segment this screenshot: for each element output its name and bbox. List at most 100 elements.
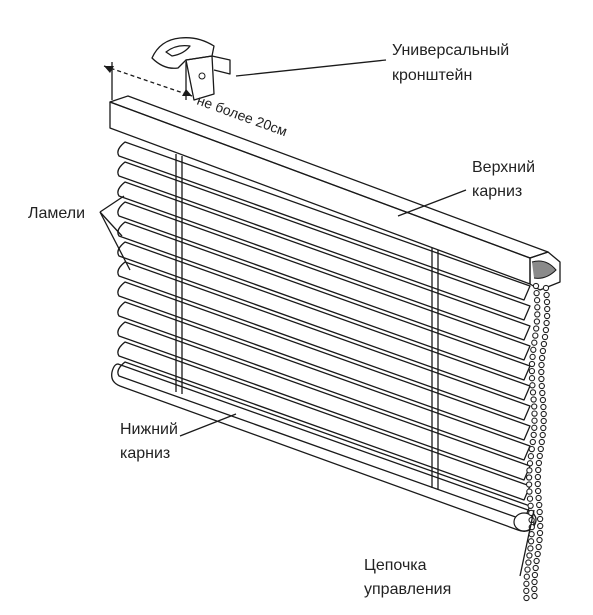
chain-bead [526,460,534,467]
chain-bead [539,347,547,355]
chain-bead [523,594,530,602]
chain-bead [531,424,538,431]
slat [117,201,531,361]
chain-bead [540,403,547,411]
chain-bead [528,360,536,368]
chain-bead [527,545,534,552]
chain-bead [531,410,538,417]
chain-bead [534,487,542,495]
slat [117,321,531,481]
bottom-rail-label-line2: карниз [120,445,170,462]
bracket-label-line2: кронштейн [392,67,472,84]
ladder-cords [175,154,439,490]
dimension-marker [103,62,193,100]
chain-bead [536,529,544,537]
chain-bead [532,282,540,290]
chain-bead [526,495,534,502]
chain-bead [523,587,530,595]
chain-bead [528,367,536,375]
chain-bead [539,431,546,439]
chain-bead [535,459,543,467]
chain-bead [542,284,550,292]
chain-bead [535,543,542,551]
chain-bead [538,375,545,383]
chain-bead [538,368,545,376]
chain-bead [525,481,533,488]
chain-bead [526,488,533,495]
chain-bead [531,417,538,424]
chain-bead [534,473,542,481]
chain-bead [531,578,538,586]
chain-bead [530,431,537,439]
chain-bead [534,304,541,311]
chain-bead [531,585,538,593]
chain-bead [531,571,539,579]
chain-bead [523,573,530,580]
chain-bead [543,298,551,306]
top-rail [109,95,561,291]
chain-bead [529,353,536,361]
chain-bead [534,311,541,318]
chain-bead [542,326,550,334]
chain-bead [531,403,538,410]
chain-bead [536,536,543,544]
chain-bead [541,333,549,341]
chain-bead [538,361,545,369]
chain-bead [539,396,547,404]
slat [117,181,531,341]
chain-bead [530,396,537,403]
slat [117,301,531,461]
chain-bead [530,346,537,353]
chain-bead [543,291,550,299]
chain-bead [525,474,533,481]
chain-bead [527,502,534,509]
chain-bead [529,382,536,389]
chain-bead [540,340,548,348]
slat [117,281,531,441]
chain-bead [535,494,542,502]
top-rail-label-line1: Верхний [472,159,535,176]
chain-bead [536,508,543,516]
chain-bead [540,417,547,425]
chain-bead [529,438,536,446]
universal-bracket-icon [151,37,231,101]
chain-bead [533,325,540,332]
chain-bead [539,389,546,397]
distance-label: не более 20см [195,92,289,139]
chain-bead [526,467,533,474]
leader-lines [99,59,535,577]
chain-bead [533,557,540,565]
slat [117,141,531,301]
chain-bead [537,445,544,453]
chain-bead [540,424,547,432]
slats-label: Ламели [28,205,85,222]
chain-bead [532,332,539,339]
chain-bead [528,375,536,382]
chain-bead [533,289,540,297]
slat [117,341,531,501]
chain-bead [544,305,551,313]
chain-bead [524,566,531,573]
chain-label-line1: Цепочка [364,557,427,574]
chain-label-line2: управления [364,581,451,598]
chain-bead [534,480,541,488]
chain-bead [529,389,537,396]
control-chain [523,282,551,602]
chain-bead [536,452,543,460]
chain-bead [526,552,533,559]
chain-bead [531,339,538,346]
slat [117,361,531,521]
chain-bead [533,297,541,304]
chain-bead [535,466,542,474]
slat [117,161,531,321]
slat [117,261,531,421]
chain-bead [527,538,535,545]
chain-bead [536,515,544,523]
chain-bead [531,592,538,600]
top-rail-label-line2: карниз [472,183,522,200]
chain-bead [527,453,535,460]
chain-bead [537,522,544,530]
chain-bead [536,501,543,509]
chain-bead [540,410,547,418]
bottom-rail-label-line1: Нижний [120,421,178,438]
